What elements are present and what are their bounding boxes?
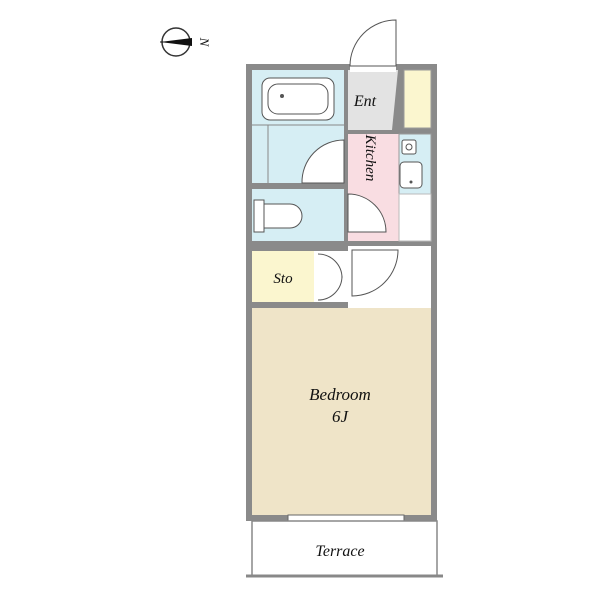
compass: N bbox=[160, 27, 212, 57]
bedroom-door[interactable] bbox=[351, 249, 399, 297]
north-arrow-icon bbox=[160, 27, 192, 57]
terrace bbox=[246, 520, 443, 578]
toilet-door[interactable] bbox=[347, 193, 387, 233]
bedroom bbox=[252, 308, 431, 515]
bedroom-size: 6J bbox=[332, 407, 350, 426]
terrace-label: Terrace bbox=[315, 543, 364, 560]
toilet-icon bbox=[253, 199, 303, 233]
stove-icon bbox=[401, 139, 417, 155]
sink-icon bbox=[399, 161, 423, 189]
storage-door[interactable] bbox=[314, 251, 348, 302]
fridge-space bbox=[398, 193, 432, 242]
front-door-opening bbox=[350, 62, 396, 72]
entrance bbox=[348, 70, 398, 130]
shoe-cabinet bbox=[403, 69, 432, 129]
compass-direction-label: N bbox=[197, 37, 212, 48]
front-door[interactable] bbox=[349, 19, 397, 67]
bedroom-label: Bedroom bbox=[309, 385, 371, 404]
terrace-window[interactable] bbox=[287, 514, 405, 522]
bathroom-door[interactable] bbox=[301, 139, 345, 184]
storage-label: Sto bbox=[273, 271, 293, 287]
kitchen-label: Kitchen bbox=[362, 134, 378, 182]
entrance-label: Ent bbox=[353, 93, 377, 110]
bathtub-icon bbox=[261, 77, 335, 121]
storage bbox=[252, 251, 314, 302]
